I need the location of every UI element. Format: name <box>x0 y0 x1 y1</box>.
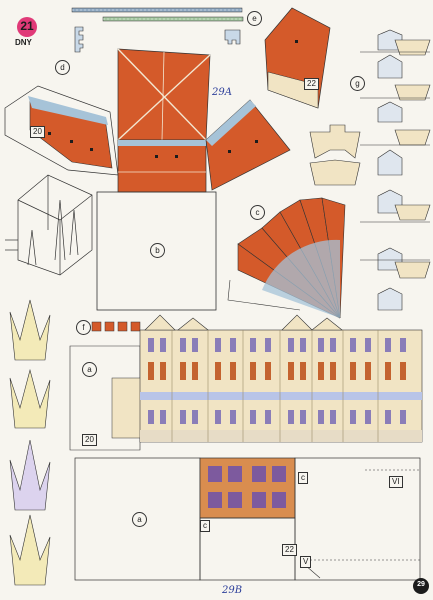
page-number: 29 <box>417 581 425 588</box>
part-e-strip <box>71 7 244 22</box>
part-a-bottom-net <box>74 457 421 581</box>
handwritten-label-29b: 29B <box>222 585 243 596</box>
roof-net-top <box>4 7 331 193</box>
part-number-v: V <box>300 556 312 568</box>
part-number-22-bottom: 22 <box>282 544 297 556</box>
left-spire-pieces <box>9 299 51 586</box>
sheet-code: DNY <box>15 38 32 47</box>
part-b-base <box>96 191 217 311</box>
part-f-tabs <box>91 321 141 332</box>
part-number-20-roof: 20 <box>30 126 45 138</box>
part-number-vi: VI <box>389 476 403 488</box>
part-label-f: f <box>76 320 91 335</box>
part-g-tower-pieces <box>309 29 431 311</box>
part-number-22-roof: 22 <box>304 78 319 90</box>
part-label-a-bottom: a <box>132 512 147 527</box>
part-label-c-bottom-right: c <box>298 472 308 484</box>
part-d-combs <box>74 26 241 53</box>
sheet-number: 21 <box>20 19 34 33</box>
handwritten-label-29a: 29A <box>212 87 232 98</box>
part-number-20-facade: 20 <box>82 434 97 446</box>
part-a-facade <box>69 314 423 451</box>
part-label-c-bottom-left: c <box>200 520 210 532</box>
sheet-number-badge <box>17 17 37 37</box>
part-label-c-fan: c <box>250 205 265 220</box>
part-label-d: d <box>55 60 70 75</box>
part-label-a-top: a <box>82 362 97 377</box>
part-label-e: e <box>247 11 262 26</box>
part-label-b: b <box>150 243 165 258</box>
assembly-sketch <box>5 174 93 276</box>
page-number-badge <box>413 578 429 594</box>
part-c-fan <box>227 197 346 319</box>
part-label-g: g <box>350 76 365 91</box>
